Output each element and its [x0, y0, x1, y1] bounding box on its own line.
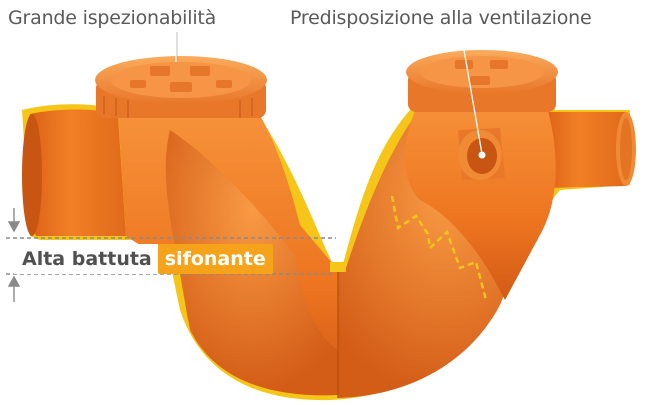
right-outlet-pipe	[540, 112, 636, 188]
left-inlet-pipe	[22, 109, 126, 236]
right-ventilation-cap	[406, 50, 558, 112]
ventilation-label: Predisposizione alla ventilazione	[290, 7, 592, 29]
right-riser-body	[405, 100, 556, 300]
left-inspection-cap	[95, 56, 267, 118]
seal-height-label: Alta battuta sifonante	[14, 244, 273, 274]
ventilation-leader	[454, 32, 483, 155]
inspection-label: Grande ispezionabilità	[8, 7, 217, 29]
seal-bold-text: Alta battuta	[14, 244, 158, 274]
callout-dot-icon	[478, 151, 486, 159]
arrow-down-icon	[7, 208, 21, 233]
seal-accent-badge: sifonante	[157, 244, 273, 274]
arrow-up-icon	[7, 275, 21, 302]
seal-notch	[330, 262, 346, 272]
section-cut-line	[390, 195, 488, 301]
